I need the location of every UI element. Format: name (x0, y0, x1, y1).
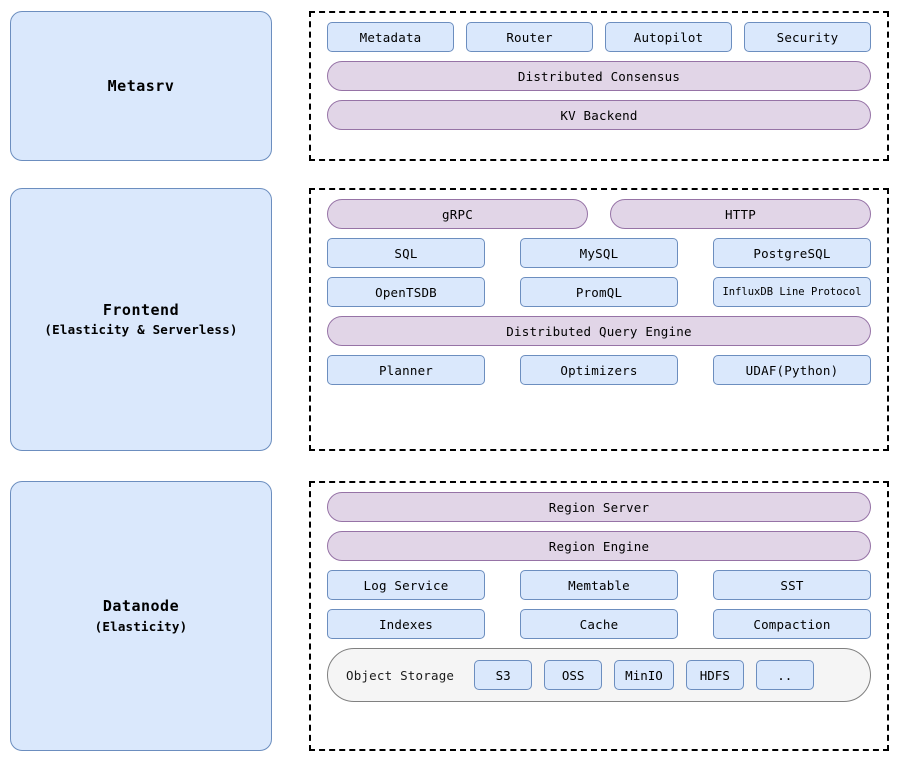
component-group-metasrv: Metadata Router Autopilot Security Distr… (309, 11, 889, 161)
node-promql[interactable]: PromQL (520, 277, 678, 307)
node-distributed-query-engine[interactable]: Distributed Query Engine (327, 316, 871, 346)
node-region-server[interactable]: Region Server (327, 492, 871, 522)
node-udaf-python[interactable]: UDAF(Python) (713, 355, 871, 385)
node-distributed-consensus[interactable]: Distributed Consensus (327, 61, 871, 91)
component-subtitle-frontend: (Elasticity & Serverless) (44, 322, 238, 338)
row-datanode-region-server: Region Server (327, 492, 871, 522)
node-sst[interactable]: SST (713, 570, 871, 600)
component-title-frontend: Frontend (102, 300, 180, 319)
node-memtable[interactable]: Memtable (520, 570, 678, 600)
row-frontend-transports: gRPC HTTP (327, 199, 871, 229)
node-security[interactable]: Security (744, 22, 871, 52)
node-planner[interactable]: Planner (327, 355, 485, 385)
row-datanode-region-engine: Region Engine (327, 531, 871, 561)
node-oss[interactable]: OSS (544, 660, 603, 690)
component-panel-metasrv: Metasrv (10, 11, 272, 161)
row-frontend-protocols-1: SQL MySQL PostgreSQL (327, 238, 871, 268)
row-datanode-object-storage: Object Storage S3 OSS MinIO HDFS .. (327, 648, 871, 702)
node-cache[interactable]: Cache (520, 609, 678, 639)
node-autopilot[interactable]: Autopilot (605, 22, 732, 52)
node-kv-backend[interactable]: KV Backend (327, 100, 871, 130)
node-indexes[interactable]: Indexes (327, 609, 485, 639)
node-metadata[interactable]: Metadata (327, 22, 454, 52)
row-datanode-storage-parts-2: Indexes Cache Compaction (327, 609, 871, 639)
row-metasrv-services: Metadata Router Autopilot Security (327, 22, 871, 52)
component-title-metasrv: Metasrv (107, 76, 175, 95)
node-router[interactable]: Router (466, 22, 593, 52)
row-frontend-query-parts: Planner Optimizers UDAF(Python) (327, 355, 871, 385)
component-group-datanode: Region Server Region Engine Log Service … (309, 481, 889, 751)
row-frontend-query-engine: Distributed Query Engine (327, 316, 871, 346)
node-optimizers[interactable]: Optimizers (520, 355, 678, 385)
component-subtitle-datanode: (Elasticity) (94, 618, 188, 634)
node-log-service[interactable]: Log Service (327, 570, 485, 600)
node-s3[interactable]: S3 (474, 660, 533, 690)
component-title-datanode: Datanode (102, 597, 180, 616)
node-postgresql[interactable]: PostgreSQL (713, 238, 871, 268)
node-grpc[interactable]: gRPC (327, 199, 588, 229)
component-group-frontend: gRPC HTTP SQL MySQL PostgreSQL OpenTSDB … (309, 188, 889, 451)
node-sql[interactable]: SQL (327, 238, 485, 268)
component-panel-datanode: Datanode (Elasticity) (10, 481, 272, 751)
node-mysql[interactable]: MySQL (520, 238, 678, 268)
row-metasrv-kv: KV Backend (327, 100, 871, 130)
row-datanode-storage-parts-1: Log Service Memtable SST (327, 570, 871, 600)
node-hdfs[interactable]: HDFS (685, 660, 744, 690)
node-opentsdb[interactable]: OpenTSDB (327, 277, 485, 307)
object-storage-label: Object Storage (346, 667, 455, 683)
node-influxdb-line-protocol[interactable]: InfluxDB Line Protocol (713, 277, 871, 307)
component-panel-frontend: Frontend (Elasticity & Serverless) (10, 188, 272, 451)
row-frontend-protocols-2: OpenTSDB PromQL InfluxDB Line Protocol (327, 277, 871, 307)
node-compaction[interactable]: Compaction (713, 609, 871, 639)
object-storage-chip-list: S3 OSS MinIO HDFS .. (474, 660, 814, 690)
row-metasrv-consensus: Distributed Consensus (327, 61, 871, 91)
node-http[interactable]: HTTP (610, 199, 871, 229)
object-storage-strip: Object Storage S3 OSS MinIO HDFS .. (327, 648, 871, 702)
node-minio[interactable]: MinIO (614, 660, 674, 690)
node-region-engine[interactable]: Region Engine (327, 531, 871, 561)
node-more[interactable]: .. (755, 660, 814, 690)
